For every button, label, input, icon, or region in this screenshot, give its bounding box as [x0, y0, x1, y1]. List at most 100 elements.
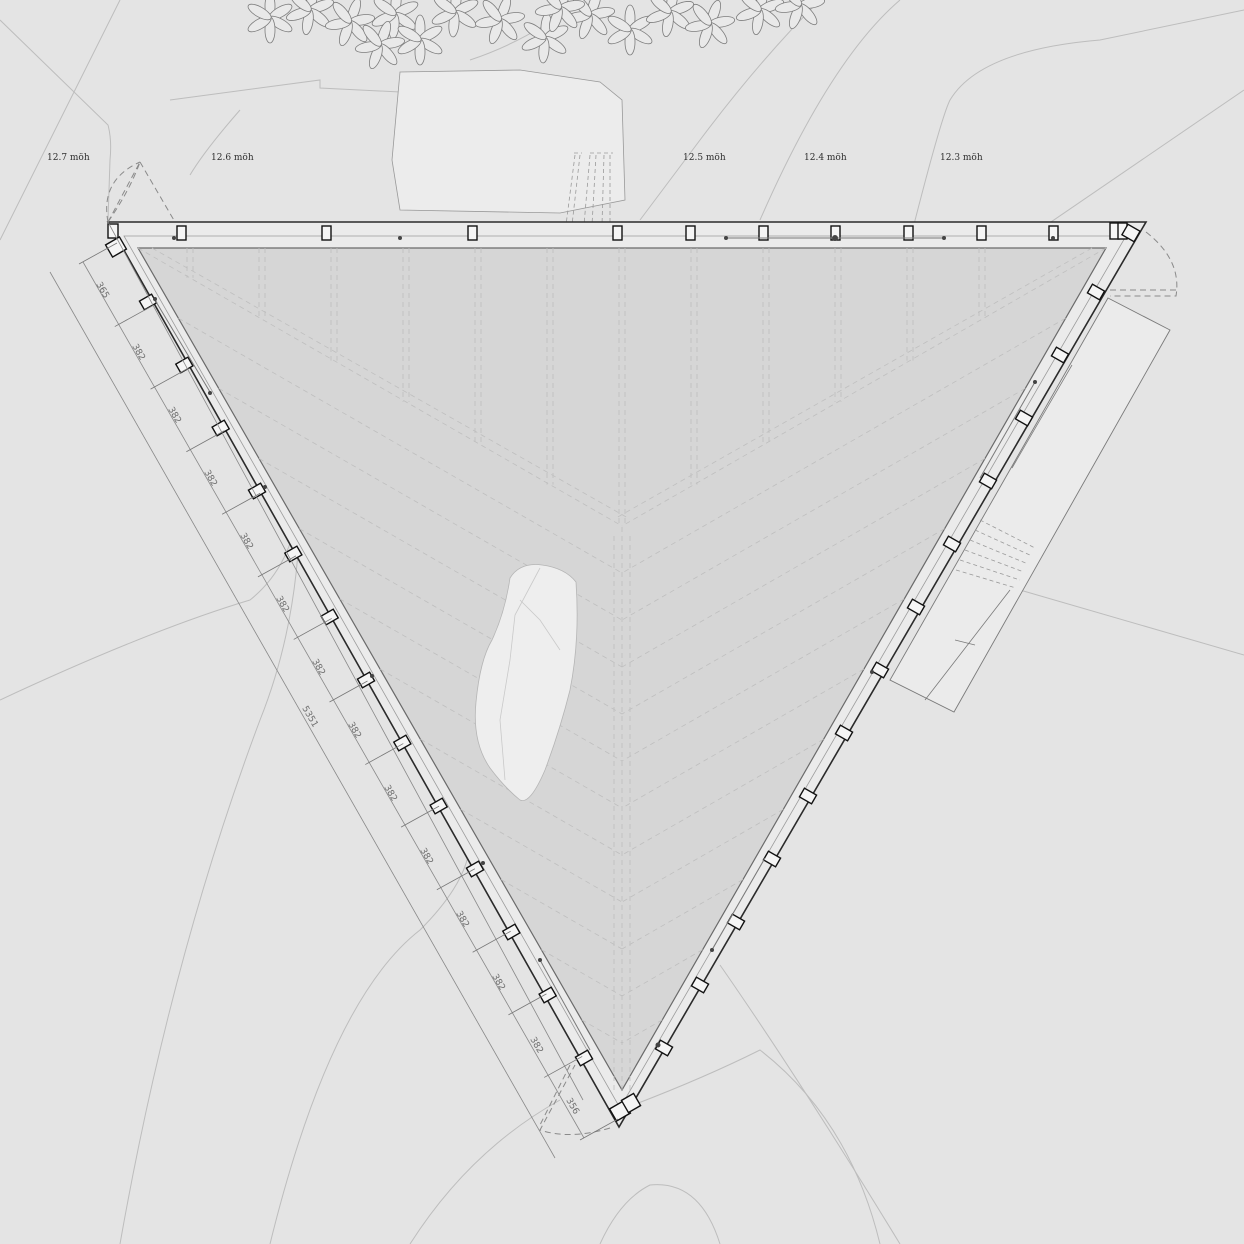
post [976, 225, 987, 241]
dimension-tick [257, 555, 297, 578]
leaf [373, 0, 397, 17]
dimension-tick [508, 993, 547, 1016]
post [1050, 346, 1070, 364]
dimension-segment: 382 [489, 973, 506, 993]
leaf [607, 15, 632, 33]
rafter [420, 738, 623, 856]
dimension-segment: 382 [527, 1036, 544, 1056]
post [501, 923, 521, 941]
dimension-tick [329, 680, 368, 703]
post [762, 850, 782, 868]
post [798, 787, 818, 805]
post [903, 225, 914, 241]
rock-crack [499, 567, 541, 781]
dimension-segment: 382 [201, 469, 218, 489]
contour-label: 12.4 möh [804, 153, 847, 163]
rock-outline [474, 564, 578, 802]
rafter [621, 387, 1026, 621]
leaf [692, 3, 712, 26]
leaf [542, 0, 562, 10]
ridge-beam [151, 247, 629, 519]
dimension-tick [365, 743, 404, 765]
post [685, 225, 696, 241]
rafter [621, 808, 784, 903]
post [574, 1049, 594, 1067]
dimension-tick [400, 805, 440, 828]
dimension-tick [114, 305, 153, 327]
dimension-segment: 382 [129, 343, 146, 363]
rafter [621, 738, 824, 856]
leaf [433, 0, 457, 15]
leaf [739, 0, 762, 12]
dimension-segment: 382 [273, 595, 290, 615]
leaf [523, 22, 547, 41]
rafter [621, 949, 703, 997]
dimension-tick [150, 367, 189, 390]
leaf [362, 24, 382, 47]
ridge-beam [621, 247, 1107, 527]
contour-label: 12.7 möh [47, 153, 90, 163]
post [247, 482, 267, 500]
rafter [258, 458, 623, 668]
corner-blocks [104, 222, 1142, 1123]
post [1086, 283, 1106, 301]
dimension-overall: 5351 [299, 705, 319, 730]
rafter [621, 458, 986, 668]
post [978, 472, 998, 490]
contour-label: 12.6 möh [211, 153, 254, 163]
dimension-tick [186, 430, 225, 453]
leaf [649, 0, 672, 14]
leaf [782, 0, 802, 7]
post [1048, 225, 1059, 241]
dimension-segment: 382 [345, 721, 362, 741]
dimension-segment: 382 [417, 847, 434, 867]
dimension-segment: 365 [93, 281, 110, 301]
post [538, 986, 558, 1004]
post [942, 535, 962, 553]
rock-crack-2 [519, 599, 561, 651]
post [283, 545, 303, 563]
rafter [621, 528, 945, 715]
deck-steps [955, 519, 1036, 589]
dimension-tick [579, 1118, 619, 1141]
post [321, 225, 332, 241]
dimension-tick [221, 492, 261, 515]
side-deck [889, 297, 1171, 713]
step-markings [565, 152, 613, 226]
contour-label: 12.5 möh [683, 153, 726, 163]
ridge-beam [137, 247, 623, 527]
dimension-tick [436, 868, 476, 891]
dimension-tick [544, 1056, 583, 1078]
pavilion-floor [138, 248, 1106, 1090]
leaf [247, 3, 272, 21]
post [176, 225, 187, 241]
post [211, 419, 231, 437]
ridge-beam [615, 247, 1093, 519]
dimension-segment: 382 [165, 406, 182, 426]
rafter [460, 808, 623, 903]
leaf [482, 0, 502, 22]
leaf [289, 0, 312, 12]
paving-slab [391, 69, 626, 214]
dimension-segment: 382 [309, 658, 326, 678]
leaf [332, 1, 352, 24]
post [906, 598, 926, 616]
rafter [621, 317, 1066, 574]
contour-label: 12.3 möh [940, 153, 983, 163]
rafter [178, 317, 623, 574]
roof-beams [137, 247, 1107, 1090]
rafter [621, 1019, 663, 1044]
dimension-segment: 382 [381, 784, 398, 804]
dimension-tick [78, 242, 118, 265]
dimension-segment: 382 [237, 532, 254, 552]
post [870, 661, 890, 679]
dimension-tick [472, 930, 511, 953]
rafter [621, 598, 905, 762]
dimension-segment: 382 [453, 910, 470, 930]
post [834, 724, 854, 742]
post [690, 976, 710, 994]
post [1014, 409, 1034, 427]
